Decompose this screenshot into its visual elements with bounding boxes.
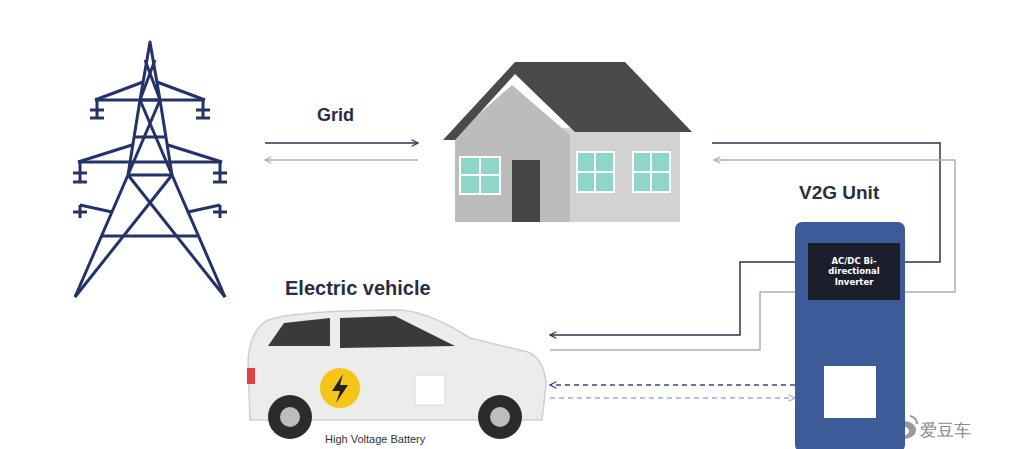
transmission-tower-part: [73, 181, 87, 184]
transmission-tower-part: [90, 109, 104, 112]
electric-car-part: [280, 407, 300, 427]
transmission-tower-part: [73, 172, 87, 175]
watermark-logo-part: [910, 416, 917, 424]
transmission-tower-part: [213, 181, 227, 184]
transmission-tower-part: [168, 145, 222, 162]
electric-car-part: [320, 368, 360, 408]
transmission-tower-part: [145, 60, 160, 100]
v2g-unit-box: AC/DC Bi-directional InverterV2G Unit: [795, 222, 905, 449]
transmission-tower-part: [196, 109, 210, 112]
transmission-tower-part: [75, 42, 225, 297]
transmission-tower-part: [157, 82, 205, 100]
electric-car-part: [478, 395, 522, 439]
transmission-tower-part: [101, 235, 199, 238]
house-part: [577, 171, 614, 173]
house-part: [460, 174, 500, 176]
transmission-tower-part: [128, 174, 172, 177]
power-flow-connector: [550, 262, 808, 335]
transmission-tower-part: [90, 117, 104, 120]
unit-heading: V2G Unit: [799, 182, 909, 204]
power-flow-connector: [550, 397, 795, 399]
transmission-tower-part: [73, 211, 87, 214]
transmission-tower-part: [213, 211, 227, 214]
electric-car-part: [268, 318, 330, 346]
house-part: [633, 152, 670, 192]
house-wires: [712, 143, 955, 292]
house-part: [577, 152, 614, 192]
house-part: [633, 171, 670, 173]
house-part: [460, 157, 500, 194]
transmission-tower-part: [80, 205, 112, 212]
battery-label: High Voltage Battery: [325, 433, 425, 445]
vehicle-heading: Electric vehicle: [285, 277, 595, 300]
grid-label: Grid: [317, 105, 354, 126]
power-flow-connector: [550, 384, 795, 386]
transmission-tower: [73, 42, 227, 297]
transmission-tower-part: [196, 117, 210, 120]
transmission-tower-part: [95, 99, 205, 102]
power-flow-connector: [550, 292, 808, 350]
house-part: [443, 62, 692, 140]
transmission-tower-part: [134, 136, 166, 139]
grid-arrows-part: [265, 159, 418, 161]
electric-car-part: [490, 407, 510, 427]
electric-car-part: [247, 368, 255, 384]
inverter-box: AC/DC Bi-directional Inverter: [808, 243, 900, 300]
transmission-tower-part: [95, 82, 143, 100]
transmission-tower-part: [78, 161, 222, 164]
house-part: [512, 160, 540, 222]
house: [443, 62, 692, 222]
grid-arrows: [265, 143, 418, 160]
electric-car-part: [332, 374, 348, 403]
electric-car: [247, 310, 546, 439]
inverter-label: AC/DC Bi-directional Inverter: [808, 256, 900, 288]
transmission-tower-part: [78, 145, 132, 162]
grid-arrows-part: [265, 142, 418, 144]
connector-port: [824, 366, 876, 418]
vehicle-node: Electric vehicle: [240, 275, 550, 435]
watermark: 爱豆车: [920, 419, 971, 442]
transmission-tower-part: [188, 205, 220, 212]
electric-car-part: [415, 375, 445, 405]
electric-car-part: [268, 395, 312, 439]
transmission-tower-part: [213, 172, 227, 175]
electric-car-part: [340, 316, 455, 348]
